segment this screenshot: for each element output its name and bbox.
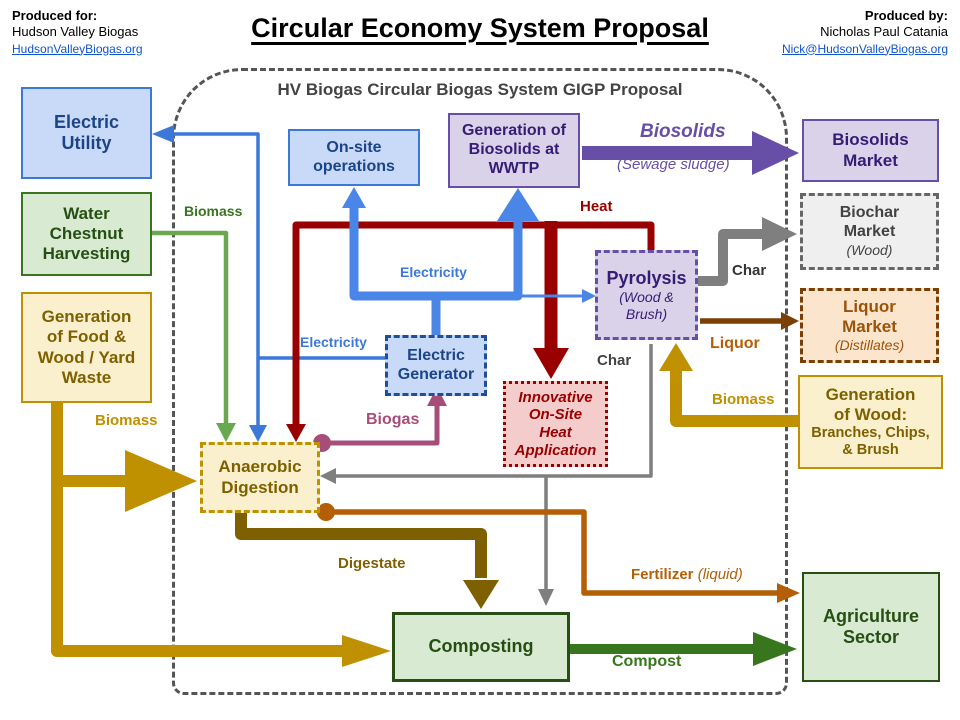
node-title: Pyrolysis [606,267,687,288]
node-label: Innovative On-Site Heat Application [514,388,597,459]
node-label: Electric Utility [53,111,120,153]
produced-for-heading: Produced for: [12,8,98,23]
node-label: Biosolids Market [832,130,909,170]
node-generation-food-yard-waste: Generation of Food & Wood / Yard Waste [21,292,152,403]
node-biosolids-market: Biosolids Market [802,119,939,182]
node-water-chestnut-harvesting: Water Chestnut Harvesting [21,192,152,276]
node-label: Composting [428,636,534,657]
fertilizer-sub-text: (liquid) [697,566,743,583]
node-composting: Composting [392,612,570,682]
produced-for-block: Produced for: Hudson Valley Biogas Hudso… [12,8,143,57]
edge-label-biosolids-sub: (Sewage sludge) [617,156,730,173]
node-title: Liquor Market [842,297,897,337]
node-agriculture-sector: Agriculture Sector [802,572,940,682]
node-title: Generation of Wood: [825,384,916,424]
node-generation-of-wood: Generation of Wood: Branches, Chips, & B… [798,375,943,469]
node-label: Generation of Biosolids at WWTP [461,122,566,177]
node-label: Electric Generator [397,346,475,383]
node-innovative-heat-application: Innovative On-Site Heat Application [503,381,608,467]
system-boundary-label: HV Biogas Circular Biogas System GIGP Pr… [277,80,683,99]
node-anaerobic-digestion: Anaerobic Digestion [200,442,320,513]
node-subtitle: (Wood & Brush) [619,289,674,322]
node-subtitle: (Distillates) [834,337,905,354]
node-label: Agriculture Sector [822,605,919,647]
node-biochar-market: Biochar Market (Wood) [800,193,939,270]
node-label: Generation of Food & Wood / Yard Waste [37,307,136,387]
edge-label-digestate: Digestate [338,555,406,572]
fertilizer-text: Fertilizer [631,566,694,583]
edge-label-electricity-grid: Electricity [300,334,367,350]
edge-label-biomass-chestnut: Biomass [184,203,243,219]
node-electric-utility: Electric Utility [21,87,152,179]
edge-label-heat: Heat [580,198,613,215]
edge-label-biomass-wood: Biomass [712,391,775,408]
node-title: Biochar Market [839,204,900,241]
edge-label-fertilizer: Fertilizer (liquid) [631,566,743,583]
node-electric-generator: Electric Generator [385,335,487,396]
node-biosolids-wwtp: Generation of Biosolids at WWTP [448,113,580,188]
produced-for-name: Hudson Valley Biogas [12,24,139,40]
node-subtitle: (Wood) [846,242,893,259]
produced-by-heading: Produced by: [864,8,948,23]
edge-label-biomass-food: Biomass [95,412,158,429]
edge-label-char-down: Char [597,352,632,369]
edge-label-char-market: Char [732,262,767,279]
produced-by-block: Produced by: Nicholas Paul Catania Nick@… [782,8,948,57]
produced-for-link[interactable]: HudsonValleyBiogas.org [12,41,143,56]
edge-label-liquor: Liquor [710,335,760,352]
produced-by-name: Nicholas Paul Catania [820,24,948,40]
node-label: On-site operations [313,138,395,175]
edge-label-biosolids: Biosolids [640,121,726,142]
edge-label-compost: Compost [612,653,682,670]
node-subtitle: Branches, Chips, & Brush [811,424,930,459]
produced-by-link[interactable]: Nick@HudsonValleyBiogas.org [781,41,948,56]
edge-label-biogas: Biogas [366,411,420,428]
node-pyrolysis: Pyrolysis (Wood & Brush) [595,250,698,340]
node-label: Anaerobic Digestion [218,457,302,497]
node-onsite-operations: On-site operations [288,129,420,186]
node-label: Water Chestnut Harvesting [42,203,131,264]
edge-label-electricity-onsite: Electricity [400,264,467,280]
node-liquor-market: Liquor Market (Distillates) [800,288,939,363]
page-title: Circular Economy System Proposal [251,13,709,43]
